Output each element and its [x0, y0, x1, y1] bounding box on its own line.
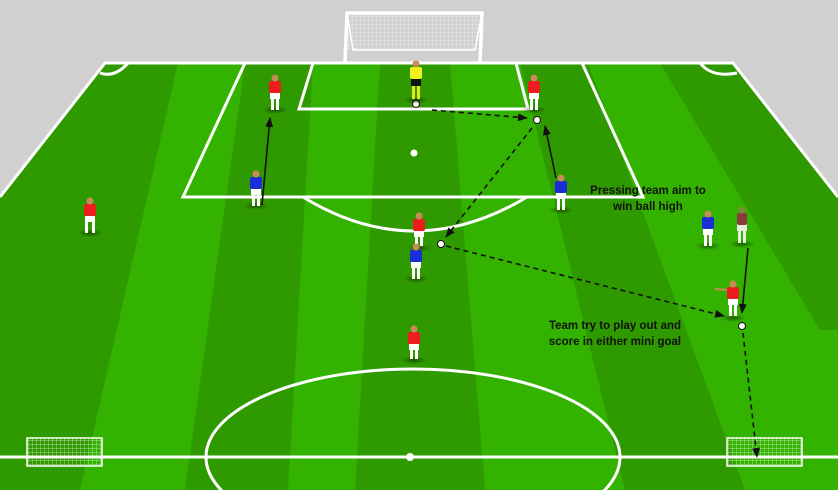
players [77, 60, 755, 364]
penalty-spot [410, 149, 418, 157]
player-blue [695, 210, 721, 250]
player-goalkeeper [403, 60, 429, 104]
player-neutral [729, 206, 755, 248]
player-red [521, 74, 547, 114]
annotation-play-out: Team try to play out and score in either… [530, 318, 700, 350]
run-arrow [261, 117, 274, 206]
mini-goal-right [726, 437, 803, 467]
player-blue [548, 174, 574, 214]
player-red [262, 74, 288, 114]
annotation-line: Pressing team aim to [590, 185, 706, 197]
annotation-line: score in either mini goal [548, 336, 682, 348]
annotation-line: Team try to play out and [548, 320, 682, 332]
mini-goal-left [26, 437, 103, 467]
annotation-line: win ball high [613, 201, 683, 213]
ball [533, 116, 541, 124]
player-red [714, 280, 746, 322]
run-arrow [542, 125, 557, 179]
run-arrow [738, 247, 749, 314]
shot-arrow [742, 332, 760, 458]
ball [437, 240, 445, 248]
ball [738, 322, 746, 330]
balls [412, 100, 746, 330]
player-blue [403, 243, 429, 283]
pass-arrow [445, 245, 725, 318]
player-red [401, 325, 427, 364]
pass-arrow [431, 109, 528, 122]
main-goal [343, 11, 484, 64]
arrows [261, 109, 760, 458]
player-blue [243, 170, 269, 210]
centre-spot [406, 453, 414, 461]
annotation-pressing: Pressing team aim to win ball high [573, 183, 723, 215]
player-red [77, 197, 103, 237]
